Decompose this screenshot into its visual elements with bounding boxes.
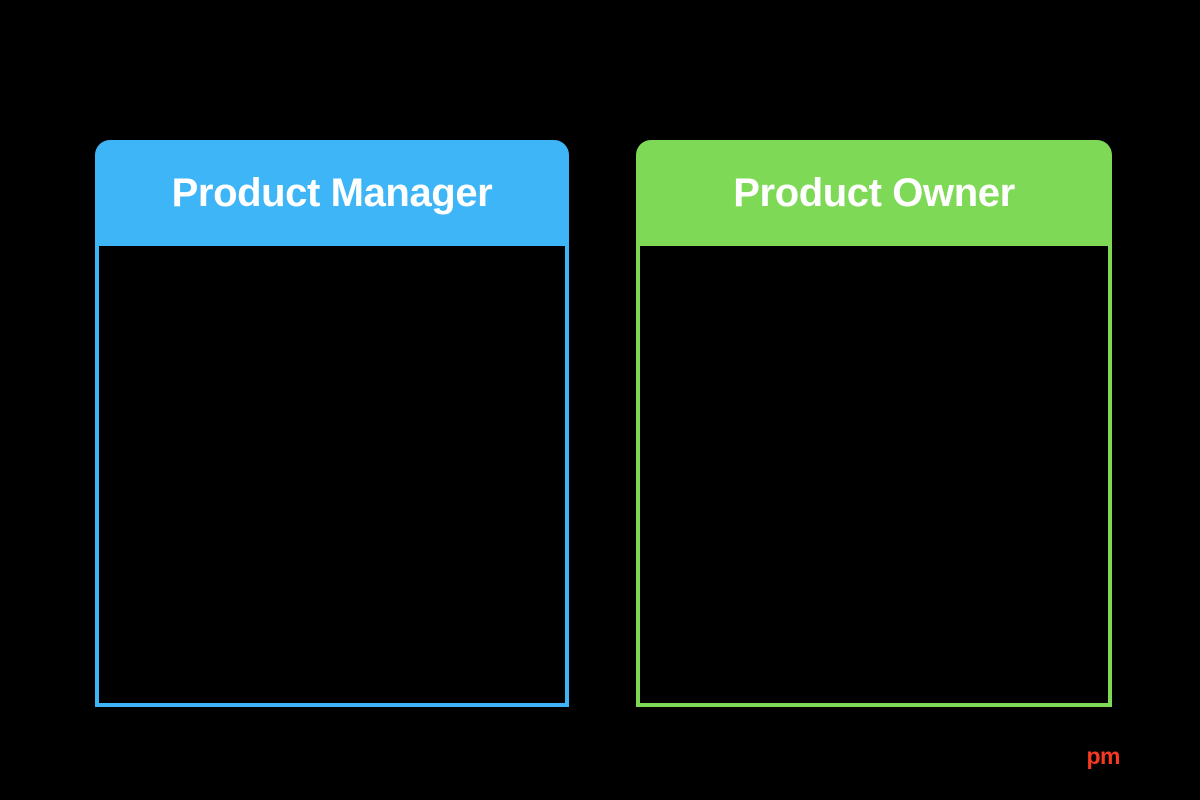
watermark-logo: pm [1086,743,1121,769]
card-body-product-manager [95,246,569,707]
card-header-product-owner: Product Owner [636,140,1112,246]
comparison-card-product-manager[interactable]: Product Manager [95,140,569,707]
card-header-product-manager: Product Manager [95,140,569,246]
card-title-product-owner: Product Owner [733,171,1015,215]
card-title-product-manager: Product Manager [171,171,493,215]
comparison-card-product-owner[interactable]: Product Owner [636,140,1112,707]
card-body-product-owner [636,246,1112,707]
